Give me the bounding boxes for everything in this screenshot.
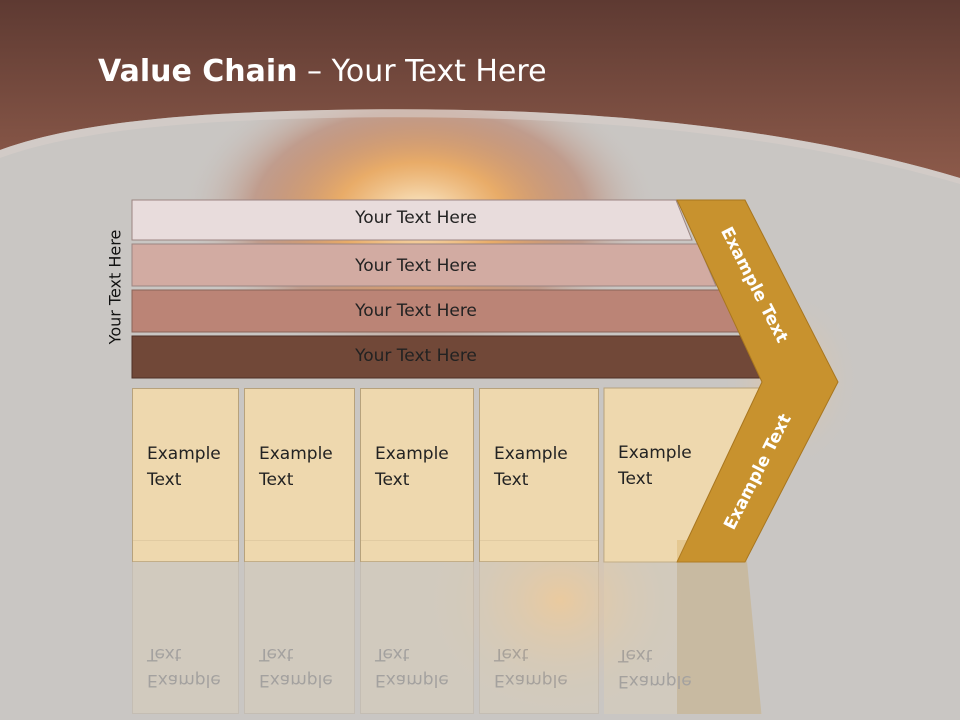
support-bar-1-label: Your Text Here xyxy=(355,208,477,228)
primary-activity-4-label: Example Text xyxy=(494,444,568,490)
primary-activity-3-label: Example Text xyxy=(375,444,449,490)
primary-activity-2: Example Text xyxy=(244,388,355,562)
title-bold: Value Chain xyxy=(98,54,298,89)
support-bar-4-label: Your Text Here xyxy=(355,346,477,366)
slide-title: Value Chain – Your Text Here xyxy=(98,54,547,89)
header-band xyxy=(0,0,960,178)
support-bar-2-label: Your Text Here xyxy=(355,256,477,276)
margin-chevron xyxy=(676,199,839,563)
primary-activity-4: Example Text xyxy=(479,388,599,562)
support-bar-2 xyxy=(131,243,717,287)
primary-activity-3: Example Text xyxy=(360,388,474,562)
primary-activity-2-label: Example Text xyxy=(259,444,333,490)
support-bar-1 xyxy=(131,199,693,241)
title-rest: – Your Text Here xyxy=(297,54,547,89)
primary-activity-1-label: Example Text xyxy=(147,444,221,490)
primary-activity-5-label: Example Text xyxy=(618,443,692,489)
support-bar-3-label: Your Text Here xyxy=(355,301,477,321)
primary-activity-5: Example Text xyxy=(604,388,692,562)
primary-activity-1: Example Text xyxy=(132,388,239,562)
